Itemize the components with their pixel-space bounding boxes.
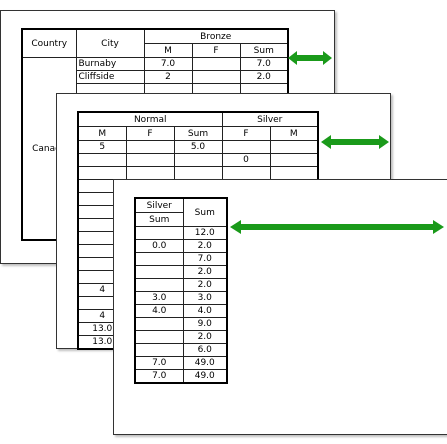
value-cell	[134, 278, 184, 292]
value-cell	[191, 70, 241, 84]
value-cell	[134, 317, 184, 331]
value-cell	[134, 343, 184, 357]
bronze-header: Bronze	[143, 28, 289, 44]
table-row: 2.0	[134, 278, 228, 292]
value-cell	[191, 57, 241, 71]
table-row: 7.0	[134, 252, 228, 266]
m-header: M	[77, 126, 127, 141]
value-cell: 2.0	[182, 265, 228, 279]
country-header: Country	[21, 28, 77, 58]
value-cell	[125, 153, 175, 167]
value-cell: 5	[77, 140, 127, 154]
table-row: 2.0	[134, 330, 228, 344]
table-row: 12.0	[134, 226, 228, 240]
value-cell: 3.0	[182, 291, 228, 305]
value-cell: 4.0	[182, 304, 228, 318]
double-arrow-icon	[288, 51, 332, 65]
silver-header: Silver	[134, 197, 184, 213]
value-cell: 49.0	[182, 369, 228, 384]
value-cell: 3.0	[134, 291, 184, 305]
double-arrow-icon	[321, 135, 389, 149]
sum-header: Sum	[173, 126, 223, 141]
normal-header: Normal	[77, 111, 223, 127]
value-cell: 7.0	[134, 369, 184, 384]
double-arrow-icon	[230, 220, 444, 234]
value-cell	[269, 140, 319, 154]
sum-header: Sum	[182, 197, 228, 227]
value-cell: 7.0	[239, 57, 289, 71]
value-cell: 5.0	[173, 140, 223, 154]
value-cell	[134, 265, 184, 279]
f-header: F	[191, 43, 241, 58]
value-cell: 4.0	[134, 304, 184, 318]
value-cell: 2.0	[182, 239, 228, 253]
f-header: F	[221, 126, 271, 141]
value-cell: 0.0	[134, 239, 184, 253]
value-cell: 2	[143, 70, 193, 84]
city-header: City	[75, 28, 145, 58]
value-cell	[134, 330, 184, 344]
value-cell: 49.0	[182, 356, 228, 370]
sum-header: Sum	[239, 43, 289, 58]
f-header: F	[125, 126, 175, 141]
value-cell	[173, 153, 223, 167]
value-cell: 2.0	[182, 278, 228, 292]
value-cell	[134, 226, 184, 240]
value-cell: 7.0	[134, 356, 184, 370]
table-row: 0	[77, 153, 319, 167]
table-row: 2.0	[134, 265, 228, 279]
value-cell	[77, 153, 127, 167]
value-cell: 12.0	[182, 226, 228, 240]
value-cell: 2.0	[239, 70, 289, 84]
value-cell: 9.0	[182, 317, 228, 331]
city-cell: Cliffside	[75, 70, 145, 84]
value-cell: 0	[221, 153, 271, 167]
table-row: 9.0	[134, 317, 228, 331]
value-cell: 7.0	[143, 57, 193, 71]
silver-header: Silver	[221, 111, 319, 127]
m-header: M	[143, 43, 193, 58]
value-cell: 7.0	[182, 252, 228, 266]
value-cell: 2.0	[182, 330, 228, 344]
m-header: M	[269, 126, 319, 141]
value-cell	[221, 140, 271, 154]
table-row: 6.0	[134, 343, 228, 357]
value-cell	[269, 153, 319, 167]
value-cell	[134, 252, 184, 266]
value-cell: 6.0	[182, 343, 228, 357]
table-row: Canada Burnaby 7.0 7.0	[22, 57, 289, 241]
city-cell: Burnaby	[75, 57, 145, 71]
sum-header-left: Sum	[134, 212, 184, 227]
table-row: 5 5.0	[77, 140, 319, 154]
value-cell	[125, 140, 175, 154]
